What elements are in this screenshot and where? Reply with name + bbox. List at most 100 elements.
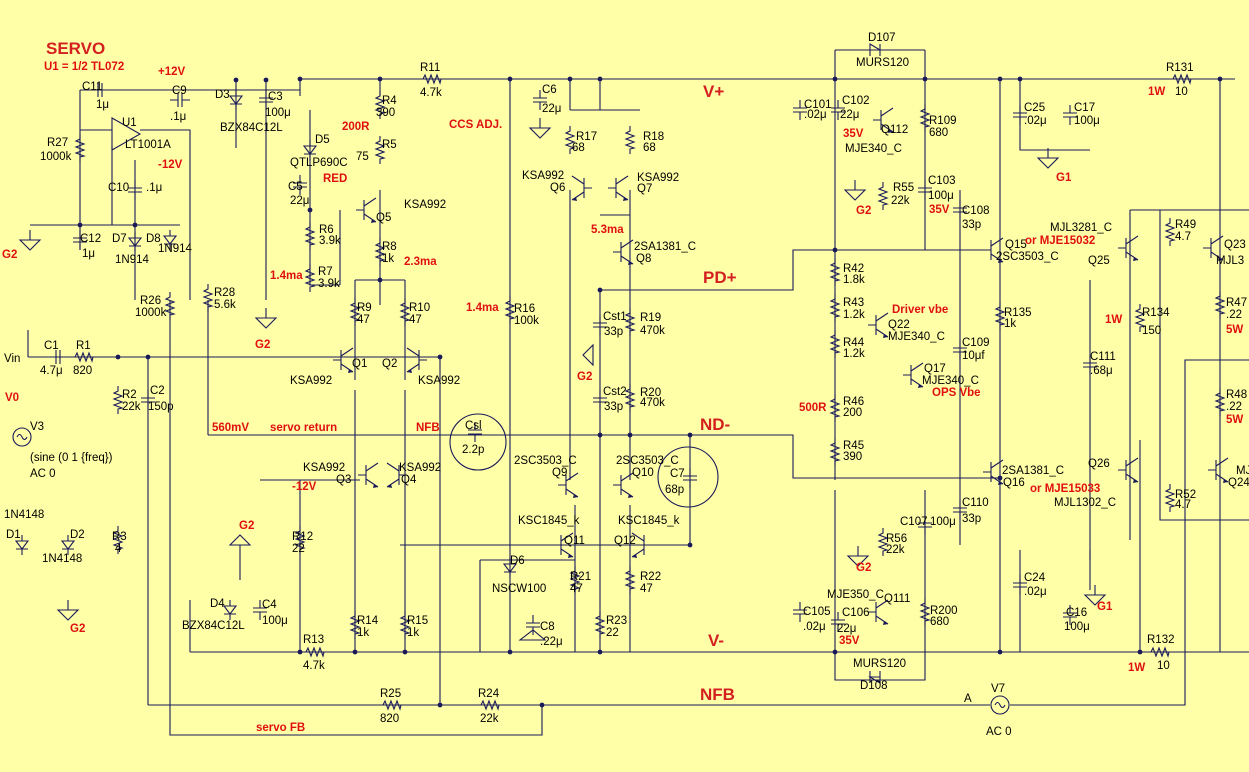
component-c17-value: 100μ [1074, 115, 1100, 127]
component-q22-name: Q22 [888, 319, 910, 331]
component-r4-value: 390 [376, 107, 395, 119]
component-cst2-name: Cst2 [603, 386, 627, 398]
component-q112-value: MJE340_C [845, 143, 902, 155]
component-c106-value: 22μ [837, 623, 856, 635]
component-d1-value: D1 [6, 529, 21, 541]
component-cst2-value: 33p [604, 401, 623, 413]
component-c24-name: C24 [1024, 572, 1046, 584]
component-r15-name: R15 [407, 615, 428, 627]
component-r2-name: R2 [122, 389, 137, 401]
component-r52-name: R52 [1175, 489, 1196, 501]
component-q10-name: 2SC3503_C [616, 455, 679, 467]
component-r52-value: 4.7 [1175, 499, 1191, 511]
component-q11-value: Q11 [564, 535, 585, 547]
component-c25-value: .02μ [1024, 115, 1047, 127]
component-c16-name: C16 [1066, 607, 1087, 619]
component-r17-value: 68 [572, 142, 585, 154]
component-q10-value: Q10 [632, 467, 654, 479]
component-d4-name: D4 [210, 598, 225, 610]
component-r25-value: 820 [380, 713, 399, 725]
component-v3-value2: AC 0 [30, 468, 56, 480]
component-r42-value: 1.8k [843, 274, 865, 286]
component-c25-name: C25 [1024, 102, 1045, 114]
component-r23-value: 22 [606, 627, 619, 639]
ann-or-mje15033: or MJE15033 [1030, 483, 1100, 495]
component-r28-name: R28 [214, 287, 235, 299]
label-nfb-small: NFB [416, 422, 440, 434]
component-d3-value: BZX84C12L [220, 122, 283, 134]
component-r26-name: R26 [140, 295, 161, 307]
component-c103-name: C103 [928, 175, 956, 187]
ann-minus12a: -12V [158, 159, 183, 171]
component-q8-name: 2SA1381_C [634, 241, 696, 253]
ann-5w-b: 5W [1226, 414, 1243, 426]
symbols [12, 43, 1229, 715]
component-d2-value: 1N4148 [42, 553, 82, 565]
ann-i-r8: 2.3ma [404, 256, 437, 268]
component-r2-value: 22k [122, 401, 141, 413]
component-q9-value: Q9 [552, 467, 567, 479]
component-v3-value: (sine (0 1 {freq}) [30, 452, 113, 464]
label-vin: Vin [4, 353, 20, 365]
component-c11-name: C11 [82, 81, 102, 93]
component-d5-name: D5 [315, 134, 330, 146]
label-g2-d: G2 [70, 623, 85, 635]
component-r49-value: 4.7 [1175, 231, 1191, 243]
component-c110-name: C110 [962, 497, 989, 509]
diagram-title: SERVO [46, 39, 105, 58]
ann-plus12: +12V [158, 66, 186, 78]
component-r21-value: 47 [570, 583, 583, 595]
component-q4-value: Q4 [401, 474, 417, 486]
component-c105-value: .02μ [803, 621, 826, 633]
component-c3-name: C3 [268, 91, 283, 103]
net-labels: V+ PD+ ND- V- NFB [700, 82, 737, 704]
component-labels: C111μC9.1μD3BZX84C12LC3100μU1LT1001AR271… [4, 32, 1249, 738]
component-r55-name: R55 [893, 182, 914, 194]
component-c24-value: .02μ [1024, 586, 1047, 598]
component-q5-name: KSA992 [404, 199, 446, 211]
component-r44-name: R44 [843, 337, 865, 349]
component-csl-name: Csl [465, 420, 482, 432]
net-pdplus: PD+ [703, 268, 737, 287]
label-g2-f: G2 [856, 205, 871, 217]
ann-v0: V0 [5, 392, 19, 404]
component-q23-value: MJL3 [1216, 255, 1244, 267]
component-c102-value: 22μ [840, 109, 859, 121]
component-d8-value: 1N914 [158, 243, 192, 255]
component-c109-name: C109 [962, 337, 990, 349]
component-r43-value: 1.2k [843, 309, 865, 321]
component-c101-value: .02μ [804, 109, 827, 121]
ann-i-r16: 1.4ma [466, 302, 499, 314]
component-r134-value: 150 [1142, 325, 1161, 337]
component-r8-name: R8 [382, 241, 397, 253]
component-r5-name: R5 [382, 139, 397, 151]
label-g2-c: G2 [239, 520, 254, 532]
component-q16-name: 2SA1381_C [1002, 465, 1064, 477]
ann-or-mje15032: or MJE15032 [1025, 235, 1095, 247]
component-r13-name: R13 [303, 634, 324, 646]
component-d3-name: D3 [215, 89, 230, 101]
label-g1-a: G1 [1056, 172, 1072, 184]
ann-ccs-adj: CCS ADJ. [449, 119, 502, 131]
component-q26-name: Q26 [1088, 458, 1110, 470]
component-c105-name: C105 [803, 606, 831, 618]
ann-r46-500r: 500R [799, 402, 827, 414]
component-c101-name: C101 [804, 99, 832, 111]
component-q1-name: Q1 [352, 358, 367, 370]
component-c107-value: 100μ [930, 516, 956, 528]
ann-r4-200r: 200R [342, 121, 370, 133]
ann-i-r7: 1.4ma [270, 270, 303, 282]
component-c107-name: C107 [900, 516, 928, 528]
component-r5-value: 75 [356, 151, 369, 163]
component-c102-name: C102 [842, 95, 870, 107]
component-r200-value: 680 [930, 616, 949, 628]
component-d6-value: NSCW100 [492, 583, 546, 595]
component-c8-value: .22μ [540, 636, 563, 648]
ann-35v-b: 35V [929, 204, 950, 216]
component-d107-name: D107 [868, 32, 896, 44]
net-nfb: NFB [700, 685, 735, 704]
component-c5-name: C5 [288, 181, 303, 193]
component-d4-value: BZX84C12L [182, 620, 245, 632]
component-r6-value: 3.9k [319, 235, 341, 247]
component-r42-name: R42 [843, 263, 864, 275]
